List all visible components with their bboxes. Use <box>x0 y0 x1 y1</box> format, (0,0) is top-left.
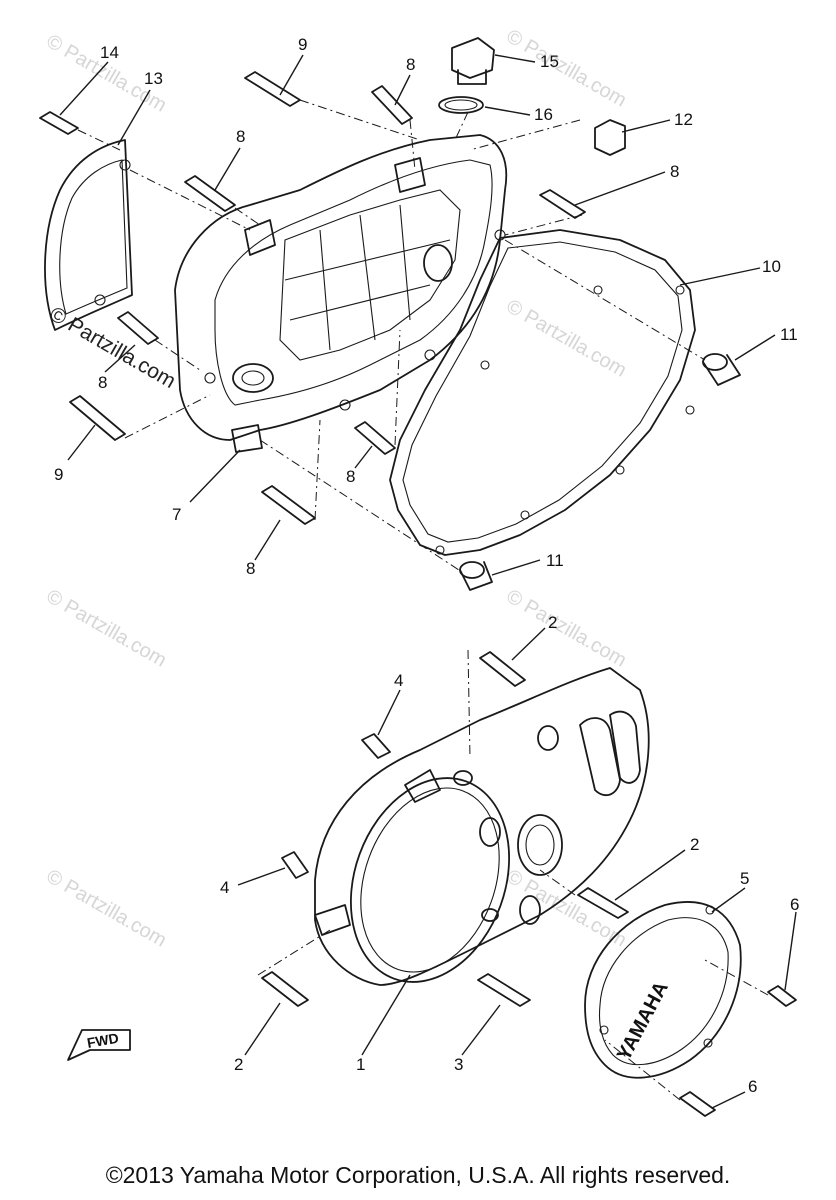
callout-8-top: 8 <box>406 55 415 74</box>
callout-3: 3 <box>454 1055 463 1074</box>
cover-brand-label: YAMAHA <box>613 978 673 1064</box>
callout-6-top: 6 <box>790 895 799 914</box>
watermark: © Partzilla.com <box>503 865 631 951</box>
callout-14: 14 <box>100 43 119 62</box>
lower-fasteners <box>261 651 797 1117</box>
callout-4-top: 4 <box>394 671 403 690</box>
callout-4-left: 4 <box>220 878 229 897</box>
callout-labels: 14 13 9 8 15 16 12 8 8 10 11 8 9 8 7 8 1… <box>54 35 799 1096</box>
watermark: © Partzilla.com <box>503 295 631 381</box>
assembly-lines-upper <box>77 99 706 573</box>
lower-cover <box>314 667 650 986</box>
fwd-label: FWD <box>86 1030 120 1051</box>
callout-2-right: 2 <box>690 835 699 854</box>
callout-15: 15 <box>540 52 559 71</box>
callout-16: 16 <box>534 105 553 124</box>
callout-8-left: 8 <box>236 127 245 146</box>
callout-10: 10 <box>762 257 781 276</box>
gasket-10 <box>389 229 696 556</box>
callout-9-top: 9 <box>298 35 307 54</box>
callout-2-bottom: 2 <box>234 1055 243 1074</box>
callout-9-left: 9 <box>54 465 63 484</box>
watermark: © Partzilla.com <box>43 585 171 671</box>
callout-8-mid-left: 8 <box>98 373 107 392</box>
upper-fasteners <box>39 37 741 591</box>
copyright-notice: ©2013 Yamaha Motor Corporation, U.S.A. A… <box>105 1162 731 1188</box>
callout-8-bottom: 8 <box>246 559 255 578</box>
callout-1: 1 <box>356 1055 365 1074</box>
callout-8-right: 8 <box>670 162 679 181</box>
callout-12: 12 <box>674 110 693 129</box>
assembly-lines-lower <box>257 649 769 1101</box>
side-cover-13 <box>44 139 133 331</box>
callout-5: 5 <box>740 869 749 888</box>
callout-6-bottom: 6 <box>748 1077 757 1096</box>
callout-2-top: 2 <box>548 613 557 632</box>
forward-arrow: FWD <box>67 1029 131 1061</box>
callout-7: 7 <box>172 505 181 524</box>
crankcase-cover <box>174 134 508 453</box>
watermarks: © Partzilla.com © Partzilla.com © Partzi… <box>43 25 631 951</box>
callout-11-bottom: 11 <box>546 551 564 570</box>
callout-11-right: 11 <box>780 325 798 344</box>
watermark: © Partzilla.com <box>503 25 631 111</box>
callout-8-mid: 8 <box>346 467 355 486</box>
leader-lines <box>59 54 797 1109</box>
callout-13: 13 <box>144 69 163 88</box>
watermark: © Partzilla.com <box>503 585 631 671</box>
watermark-dark: © Partzilla.com <box>46 302 180 393</box>
watermark: © Partzilla.com <box>43 865 171 951</box>
